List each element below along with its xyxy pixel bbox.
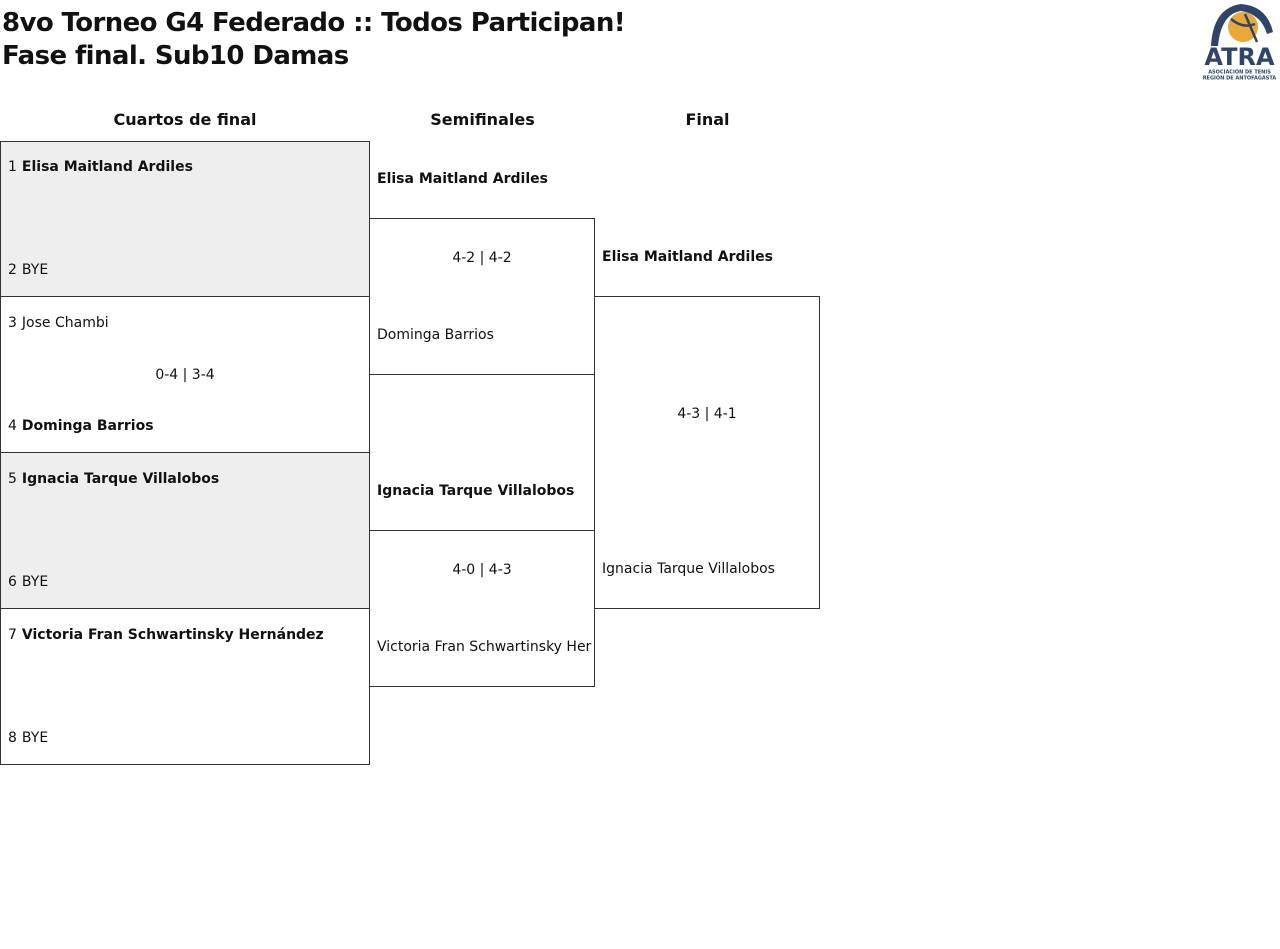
final-player-1: Elisa Maitland Ardiles bbox=[602, 249, 773, 265]
seed-number: 6 bbox=[8, 574, 17, 590]
page-title: 8vo Torneo G4 Federado :: Todos Particip… bbox=[2, 7, 626, 73]
final-match: 4-3 | 4-1 Ignacia Tarque Villalobos bbox=[594, 296, 820, 609]
player-name: Dominga Barrios bbox=[21, 418, 154, 434]
seed-number: 5 bbox=[8, 471, 17, 487]
player-name: BYE bbox=[21, 730, 49, 746]
phase-subtitle: Fase final. Sub10 Damas bbox=[2, 41, 349, 71]
player-name: BYE bbox=[21, 262, 49, 278]
player-name: Elisa Maitland Ardiles bbox=[21, 159, 193, 175]
seed-number: 3 bbox=[8, 315, 17, 331]
svg-text:REGIÓN DE ANTOFAGASTA: REGIÓN DE ANTOFAGASTA bbox=[1203, 75, 1277, 82]
final-player-2: Ignacia Tarque Villalobos bbox=[602, 561, 775, 577]
sf1-player-2: Dominga Barrios bbox=[377, 327, 494, 343]
qf2-score: 0-4 | 3-4 bbox=[155, 367, 215, 383]
final-score: 4-3 | 4-1 bbox=[677, 406, 737, 422]
sf2-player-1: Ignacia Tarque Villalobos bbox=[377, 483, 575, 499]
sf1-score: 4-2 | 4-2 bbox=[452, 250, 512, 266]
svg-text:ASOCIACIÓN DE TENIS: ASOCIACIÓN DE TENIS bbox=[1208, 69, 1271, 76]
round-header-semifinals: Semifinales bbox=[430, 110, 535, 129]
seed-number: 4 bbox=[8, 418, 17, 434]
sf-match-1: 4-2 | 4-2 Dominga Barrios bbox=[369, 218, 595, 375]
svg-text:ATRA: ATRA bbox=[1204, 43, 1275, 71]
seed-number: 2 bbox=[8, 262, 17, 278]
player-name: Victoria Fran Schwartinsky Hernández bbox=[21, 627, 324, 643]
sf-match-2: 4-0 | 4-3 Victoria Fran Schwartinsky Her bbox=[369, 530, 595, 687]
seed-number: 8 bbox=[8, 730, 17, 746]
sf2-score: 4-0 | 4-3 bbox=[452, 562, 512, 578]
round-header-final: Final bbox=[685, 110, 730, 129]
round-header-quarterfinals: Cuartos de final bbox=[113, 110, 257, 129]
sf1-player-1: Elisa Maitland Ardiles bbox=[377, 171, 548, 187]
player-name: Jose Chambi bbox=[21, 315, 109, 331]
tournament-title: 8vo Torneo G4 Federado :: Todos Particip… bbox=[2, 8, 626, 38]
seed-number: 7 bbox=[8, 627, 17, 643]
atra-logo: ATRA ASOCIACIÓN DE TENIS REGIÓN DE ANTOF… bbox=[1201, 2, 1278, 82]
seed-number: 1 bbox=[8, 159, 17, 175]
sf2-player-2: Victoria Fran Schwartinsky Her bbox=[377, 639, 592, 655]
player-name: BYE bbox=[21, 574, 49, 590]
player-name: Ignacia Tarque Villalobos bbox=[21, 471, 220, 487]
